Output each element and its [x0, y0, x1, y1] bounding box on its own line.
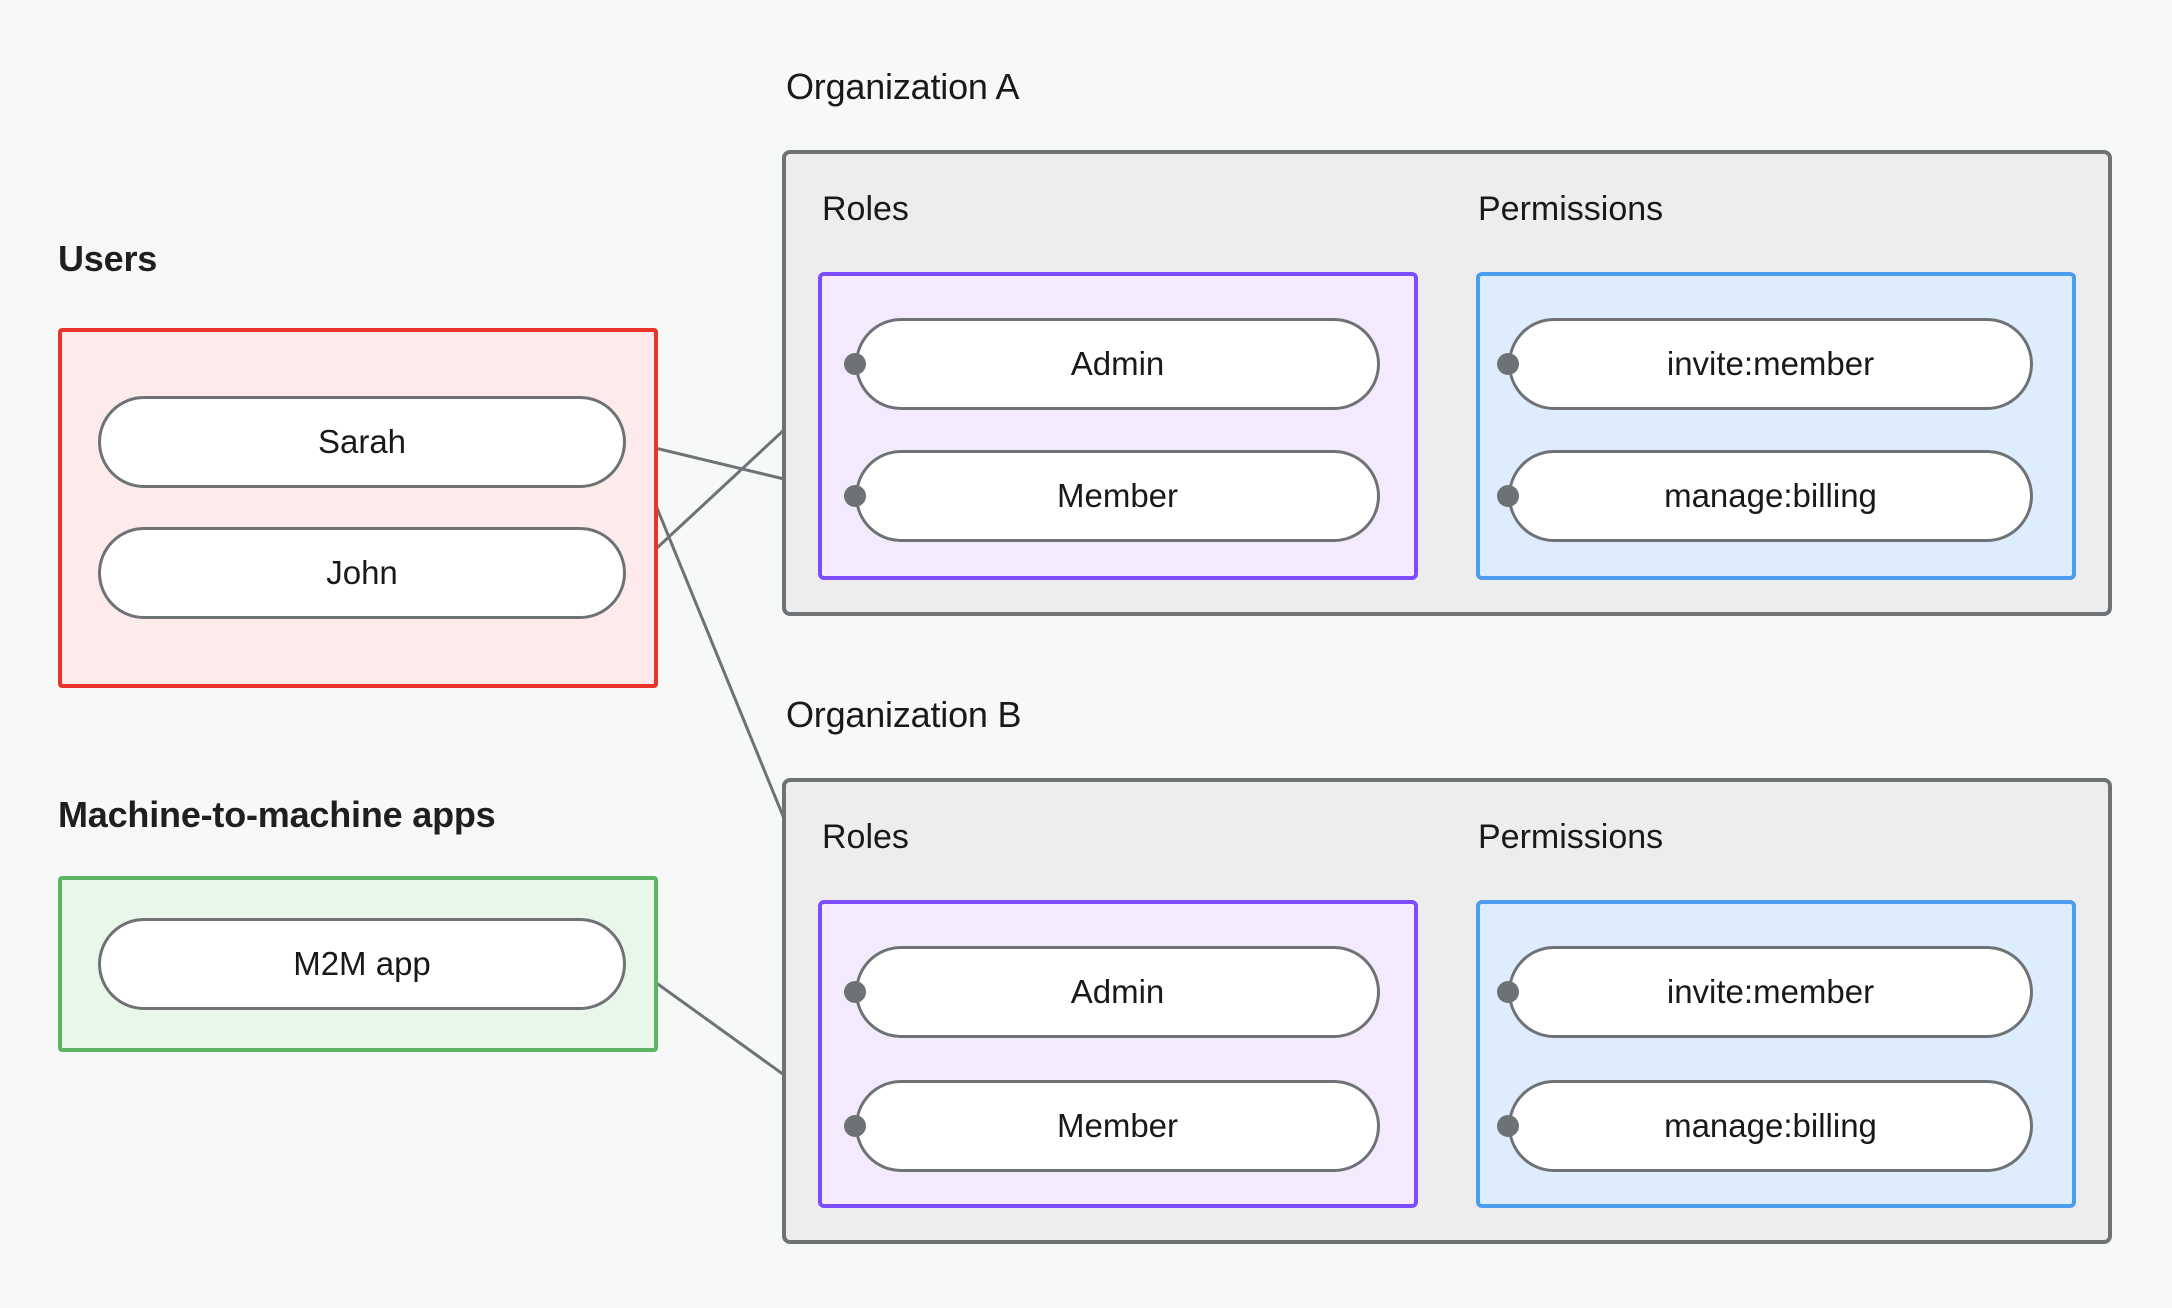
organization-a-role-pill-member[interactable]: Member	[855, 450, 1380, 542]
user-pill-sarah[interactable]: Sarah	[98, 396, 626, 488]
organization-b-permissions-title: Permissions	[1478, 818, 1664, 856]
organization-a-permission-pill-manage-billing[interactable]: manage:billing	[1508, 450, 2033, 542]
organization-b-permission-pill-manage-billing[interactable]: manage:billing	[1508, 1080, 2033, 1172]
organization-a-caption: Organization A	[786, 66, 1020, 107]
users-caption: Users	[58, 238, 158, 279]
users-group-box	[58, 328, 658, 688]
organization-a-role-pill-admin[interactable]: Admin	[855, 318, 1380, 410]
organization-a-permission-pill-invite-member[interactable]: invite:member	[1508, 318, 2033, 410]
machine-apps-caption: Machine-to-machine apps	[58, 794, 496, 835]
organization-a-roles-title: Roles	[822, 190, 909, 228]
organization-a-permissions-title: Permissions	[1478, 190, 1664, 228]
organization-b-role-pill-member[interactable]: Member	[855, 1080, 1380, 1172]
organization-b-role-pill-admin[interactable]: Admin	[855, 946, 1380, 1038]
user-pill-john[interactable]: John	[98, 527, 626, 619]
organization-b-caption: Organization B	[786, 694, 1022, 735]
organization-b-roles-title: Roles	[822, 818, 909, 856]
m2m-app-pill[interactable]: M2M app	[98, 918, 626, 1010]
organization-b-permission-pill-invite-member[interactable]: invite:member	[1508, 946, 2033, 1038]
